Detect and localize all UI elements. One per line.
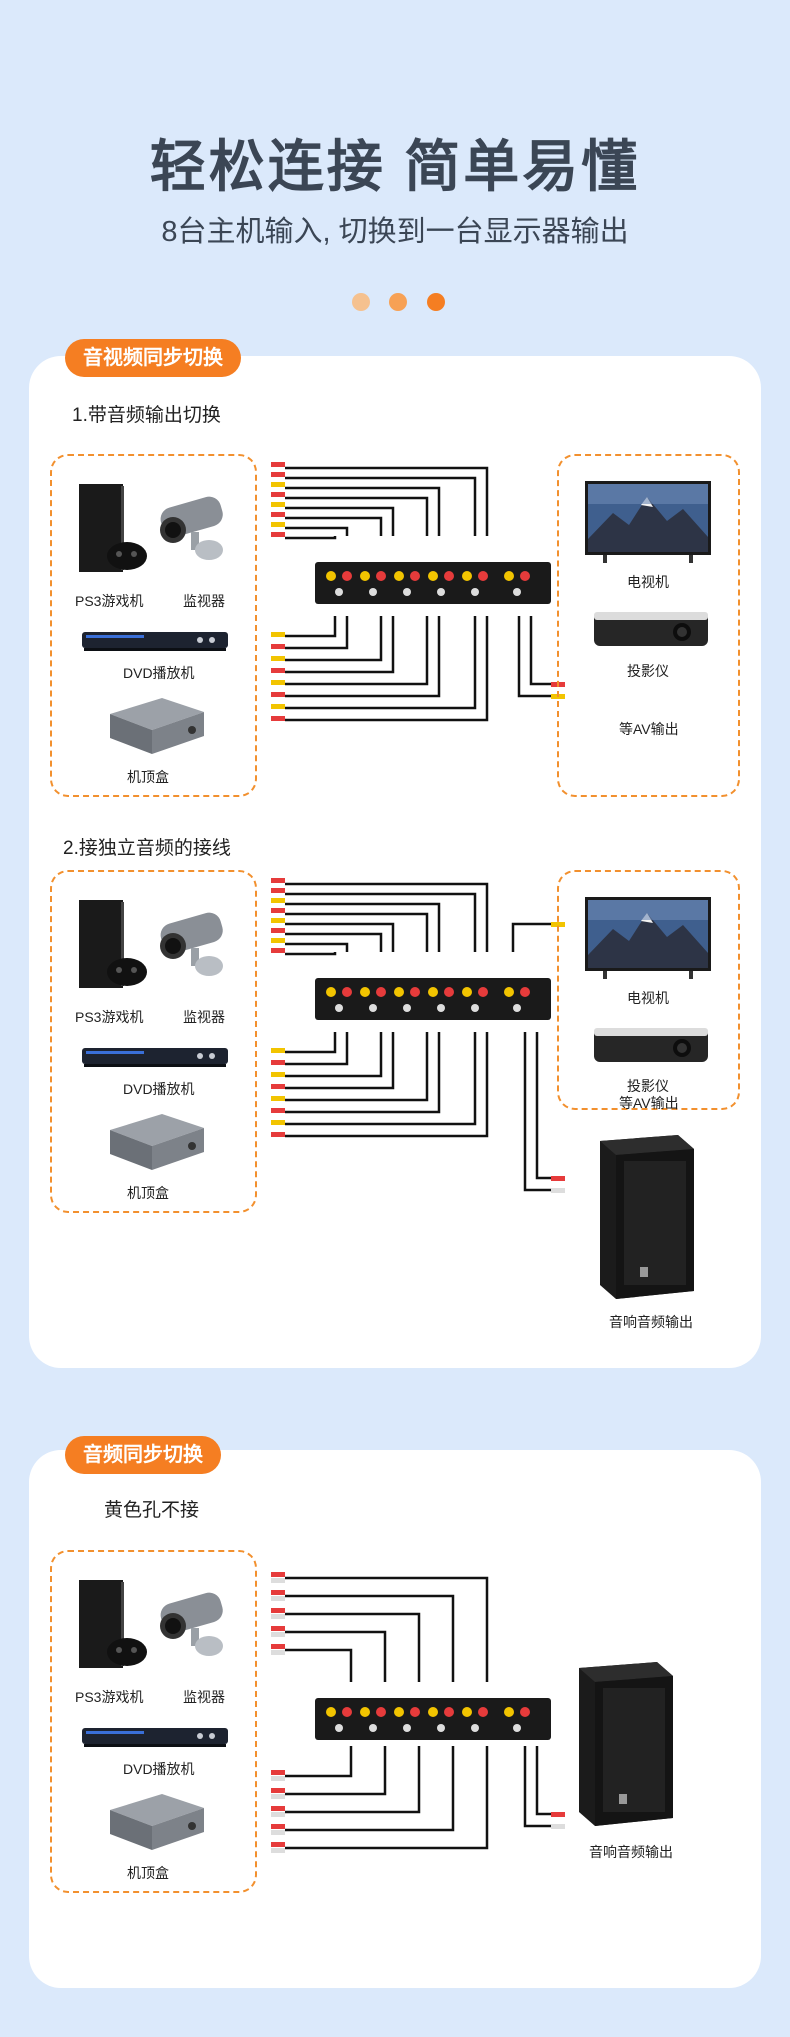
source-box bbox=[50, 454, 257, 797]
label-ps3: PS3游戏机 bbox=[75, 593, 144, 609]
label-dvd: DVD播放机 bbox=[123, 1761, 195, 1777]
dvd-player-icon bbox=[80, 1723, 230, 1749]
label-stb: 机顶盒 bbox=[127, 1185, 169, 1201]
dot-3[interactable] bbox=[426, 293, 445, 311]
card-audio-sync: 音频同步切换 黄色孔不接 PS3游戏机 监视器 DVD播放机 机顶盒 bbox=[29, 1436, 761, 1988]
camera-icon bbox=[151, 488, 231, 568]
label-projector: 投影仪 bbox=[627, 663, 669, 679]
label-camera: 监视器 bbox=[183, 593, 225, 609]
label-camera: 监视器 bbox=[183, 1689, 225, 1705]
label-av-output: 等AV输出 bbox=[619, 1095, 679, 1111]
label-tv: 电视机 bbox=[627, 990, 669, 1006]
dot-2[interactable] bbox=[389, 293, 408, 311]
wiring-diagram-1 bbox=[271, 462, 565, 722]
badge-audio-sync: 音频同步切换 bbox=[65, 1436, 221, 1474]
source-box-2 bbox=[50, 870, 257, 1213]
note-yellow-unused: 黄色孔不接 bbox=[104, 1500, 200, 1521]
set-top-box-icon bbox=[100, 1788, 210, 1858]
output-box bbox=[557, 454, 740, 797]
step-2-title: 2.接独立音频的接线 bbox=[63, 838, 231, 859]
label-stb: 机顶盒 bbox=[127, 769, 169, 785]
set-top-box-icon bbox=[100, 1108, 210, 1178]
label-ps3: PS3游戏机 bbox=[75, 1689, 144, 1705]
wiring-diagram-2 bbox=[271, 878, 565, 1193]
set-top-box-icon bbox=[100, 692, 210, 762]
camera-icon bbox=[151, 1584, 231, 1664]
carousel-dots bbox=[352, 293, 460, 316]
dvd-player-icon bbox=[80, 1043, 230, 1069]
wiring-diagram-3 bbox=[271, 1572, 565, 1853]
page-subtitle: 8台主机输入, 切换到一台显示器输出 bbox=[161, 216, 629, 248]
ps3-console-icon bbox=[77, 1578, 147, 1670]
source-box-3 bbox=[50, 1550, 257, 1893]
label-projector: 投影仪 bbox=[627, 1078, 669, 1094]
label-dvd: DVD播放机 bbox=[123, 665, 195, 681]
label-av-output: 等AV输出 bbox=[619, 721, 679, 737]
dvd-player-icon bbox=[80, 627, 230, 653]
label-dvd: DVD播放机 bbox=[123, 1081, 195, 1097]
label-tv: 电视机 bbox=[627, 574, 669, 590]
label-speaker: 音响音频输出 bbox=[589, 1844, 673, 1860]
label-stb: 机顶盒 bbox=[127, 1865, 169, 1881]
card-av-sync: 音视频同步切换 1.带音频输出切换 PS3游戏机 监视器 DVD播放机 机顶盒 bbox=[29, 339, 761, 1368]
ps3-console-icon bbox=[77, 482, 147, 574]
page-title: 轻松连接 简单易懂 bbox=[149, 135, 641, 198]
output-box-2 bbox=[557, 870, 740, 1110]
dot-1[interactable] bbox=[352, 293, 370, 311]
ps3-console-icon bbox=[77, 898, 147, 990]
label-speaker: 音响音频输出 bbox=[609, 1314, 693, 1330]
projector-icon bbox=[592, 1022, 712, 1066]
label-camera: 监视器 bbox=[183, 1009, 225, 1025]
badge-av-sync: 音视频同步切换 bbox=[65, 339, 241, 377]
step-1-title: 1.带音频输出切换 bbox=[72, 405, 221, 426]
label-ps3: PS3游戏机 bbox=[75, 1009, 144, 1025]
tv-icon bbox=[583, 479, 713, 565]
camera-icon bbox=[151, 904, 231, 984]
speaker-icon bbox=[569, 1658, 679, 1828]
projector-icon bbox=[592, 606, 712, 650]
tv-icon bbox=[583, 895, 713, 981]
speaker-icon bbox=[590, 1131, 700, 1301]
